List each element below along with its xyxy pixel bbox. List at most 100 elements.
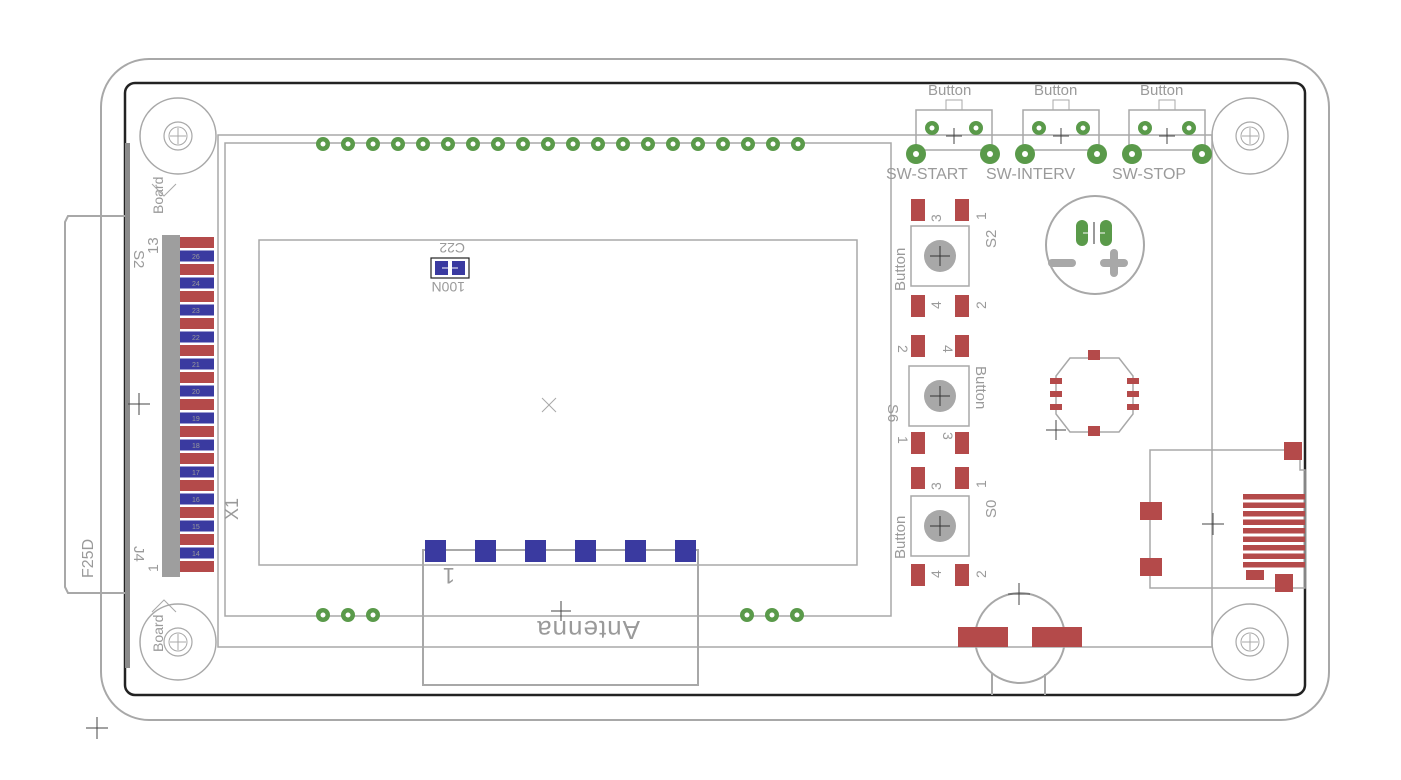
- fpc-pin-number: 26: [192, 254, 200, 261]
- mounting-hole-br: [1211, 603, 1289, 681]
- antenna-pad: [425, 540, 446, 562]
- fpc-pin-number: 23: [192, 308, 200, 315]
- display-active-area: [258, 239, 858, 566]
- s6-pin2: 2: [895, 345, 911, 353]
- mounting-hole-tl: [139, 97, 217, 175]
- s2-tactile-switch: [910, 199, 970, 317]
- sw-start-label: SW-START: [886, 166, 968, 183]
- fpc-pin-pad: [180, 399, 214, 410]
- connector-body: [125, 143, 130, 668]
- s6-label: S6: [884, 404, 901, 422]
- c22-capacitor: [430, 257, 470, 279]
- fpc-pin-pad: [180, 264, 214, 275]
- board-label-bottom: Board: [150, 615, 166, 652]
- sw-interv-part-label: Button: [1034, 82, 1077, 99]
- sw-interv-button: [1015, 99, 1107, 164]
- s0-pin2: 2: [973, 570, 989, 578]
- s0-part-label: Button: [892, 516, 909, 559]
- pin13-label: 13: [145, 237, 162, 254]
- s2-connector-label: S2: [130, 250, 147, 268]
- sd-contact-pad: [1243, 562, 1305, 568]
- s2-pin4: 4: [928, 301, 944, 309]
- fpc-pin-pad: [180, 345, 214, 356]
- s0-tactile-switch: [910, 467, 970, 586]
- fpc-pin-pad: [180, 385, 214, 397]
- fpc-pin-number: 24: [192, 281, 200, 288]
- sw-stop-button: [1122, 99, 1212, 164]
- fpc-pin-pad: [180, 493, 214, 505]
- coin-cell-holder: [958, 592, 1082, 695]
- antenna-pin1-label: 1: [443, 563, 455, 588]
- fpc-pin-pad: [180, 426, 214, 437]
- s0-label: S0: [983, 500, 1000, 518]
- c22-label: C22: [439, 240, 465, 256]
- fpc-pin-number: 15: [192, 524, 200, 531]
- sd-contact-pad: [1243, 528, 1305, 534]
- fpc-pin-pad: [180, 277, 214, 289]
- sw-stop-part-label: Button: [1140, 82, 1183, 99]
- s6-tactile-switch: [908, 335, 970, 454]
- fpc-pin-number: 19: [192, 416, 200, 423]
- fpc-pin-pad: [180, 291, 214, 302]
- antenna-pad: [475, 540, 496, 562]
- sw-start-button: [906, 99, 1000, 164]
- top-header-vias: [316, 137, 805, 151]
- c22-value: 100N: [432, 279, 465, 295]
- sd-card-connector: [1140, 442, 1306, 592]
- fpc-pin-pad: [180, 318, 214, 329]
- fpc-connector-body: [162, 235, 180, 577]
- antenna-pad: [525, 540, 546, 562]
- s6-pin3: 3: [940, 432, 956, 440]
- fpc-pin-number: 16: [192, 497, 200, 504]
- fpc-pin-pad: [180, 507, 214, 518]
- sd-contact-pad: [1243, 536, 1305, 542]
- sw-interv-label: SW-INTERV: [986, 166, 1076, 183]
- mounting-hole-tr: [1211, 97, 1289, 175]
- antenna-label: Antenna: [536, 615, 640, 645]
- f25d-label: F25D: [80, 539, 97, 578]
- sw-start-part-label: Button: [928, 82, 971, 99]
- fpc-pin-pad: [180, 237, 214, 248]
- fpc-pin-number: 18: [192, 443, 200, 450]
- fpc-pin-number: 14: [192, 551, 200, 558]
- fpc-pin-pad: [180, 439, 214, 451]
- sd-contact-pad: [1243, 511, 1305, 517]
- fpc-pin-pad: [180, 480, 214, 491]
- fpc-pin-pad: [180, 453, 214, 464]
- s6-pin1: 1: [895, 436, 911, 444]
- sd-contact-pad: [1243, 519, 1305, 525]
- sd-contact-pad: [1243, 553, 1305, 559]
- fpc-pin-number: 21: [192, 362, 200, 369]
- fpc-pin-pad: [180, 561, 214, 572]
- fpc-pin-number: 20: [192, 389, 200, 396]
- buzzer-component: [1045, 195, 1145, 295]
- s6-pin4: 4: [940, 345, 956, 353]
- x1-label: X1: [222, 498, 242, 520]
- fpc-pin-pad: [180, 547, 214, 559]
- s2-label: S2: [983, 230, 1000, 248]
- s2-part-label: Button: [892, 248, 909, 291]
- x1-module-outline: [224, 142, 892, 617]
- fpc-pin-pad: [180, 358, 214, 370]
- side-connector-outline: [64, 215, 125, 594]
- s0-pin1: 1: [973, 480, 989, 488]
- enclosure-outline: [100, 58, 1330, 721]
- antenna-pad: [675, 540, 696, 562]
- sd-contact-pad: [1243, 545, 1305, 551]
- bottom-header-vias-left: [316, 608, 380, 622]
- bottom-header-vias-right: [740, 608, 804, 622]
- antenna-pad: [575, 540, 596, 562]
- fpc-pin-pad: [180, 466, 214, 478]
- fpc-pin-pad: [180, 331, 214, 343]
- fpc-pin-pad: [180, 520, 214, 532]
- s2-pin2: 2: [973, 301, 989, 309]
- sd-contact-pad: [1243, 494, 1305, 500]
- display-module-outline: [217, 134, 1213, 648]
- s2-pin3: 3: [928, 214, 944, 222]
- fpc-pin-pad: [180, 412, 214, 424]
- fpc-pin-number: 17: [192, 470, 200, 477]
- sw-stop-label: SW-STOP: [1112, 166, 1186, 183]
- mounting-hole-bl: [139, 603, 217, 681]
